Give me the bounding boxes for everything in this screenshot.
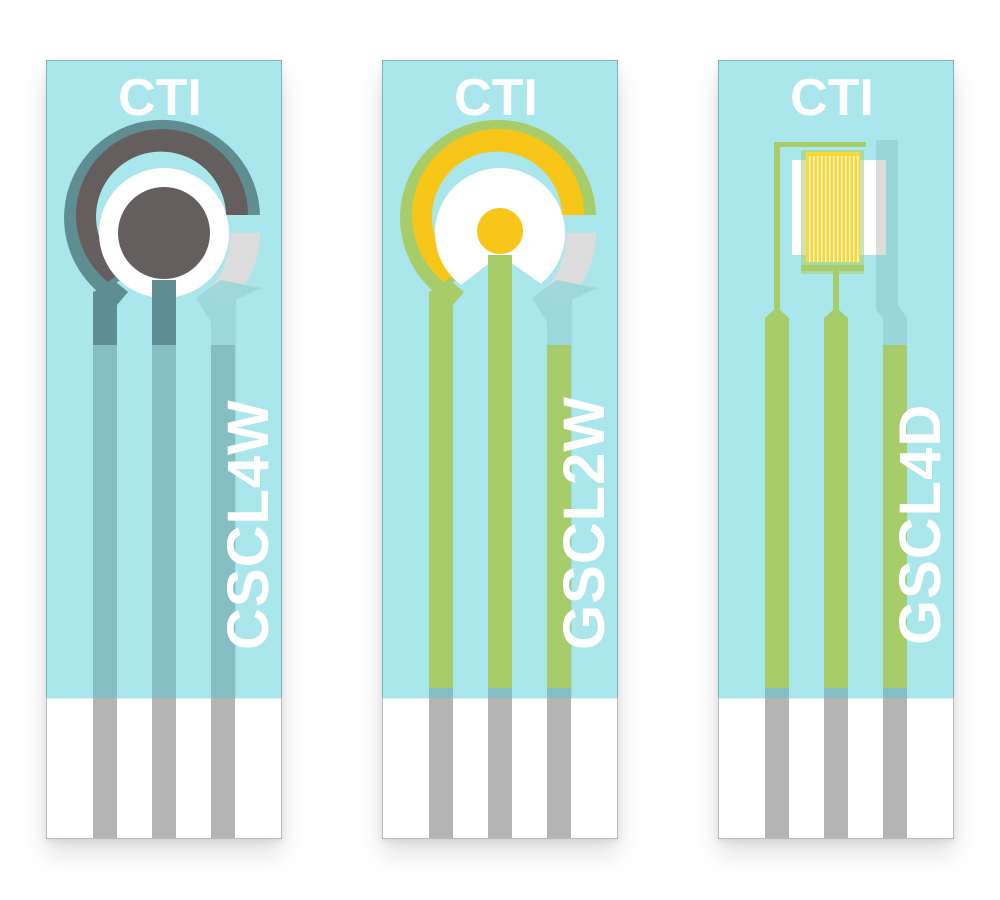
contact-pad xyxy=(152,698,176,838)
contact-pad xyxy=(488,698,512,838)
contact-pad xyxy=(824,698,848,838)
model-label: GSCL2W xyxy=(552,396,617,650)
working-electrode xyxy=(477,208,523,254)
sensor-graphic: CTI GSCL2W xyxy=(382,60,618,839)
contact-pad xyxy=(211,698,235,838)
contact-pad xyxy=(93,698,117,838)
model-label: CSCL4W xyxy=(216,399,281,650)
sensor-strip-cscl4w: CTI CSCL4W xyxy=(46,60,282,839)
sensor-strip-gscl4d: CTI xyxy=(718,60,954,839)
model-label: GSCL4D xyxy=(888,404,953,645)
sensor-strip-gscl2w: CTI GSCL2W xyxy=(382,60,618,839)
working-electrode xyxy=(118,187,210,279)
contact-pad xyxy=(547,698,571,838)
brand-label: CTI xyxy=(790,69,874,127)
sensor-graphic: CTI xyxy=(718,60,954,839)
contact-pad xyxy=(765,698,789,838)
contact-pad xyxy=(883,698,907,838)
interdigitated-electrode xyxy=(801,150,864,274)
brand-label: CTI xyxy=(454,69,538,127)
sensor-graphic: CTI CSCL4W xyxy=(46,60,282,839)
contact-pad xyxy=(429,698,453,838)
brand-label: CTI xyxy=(118,69,202,127)
